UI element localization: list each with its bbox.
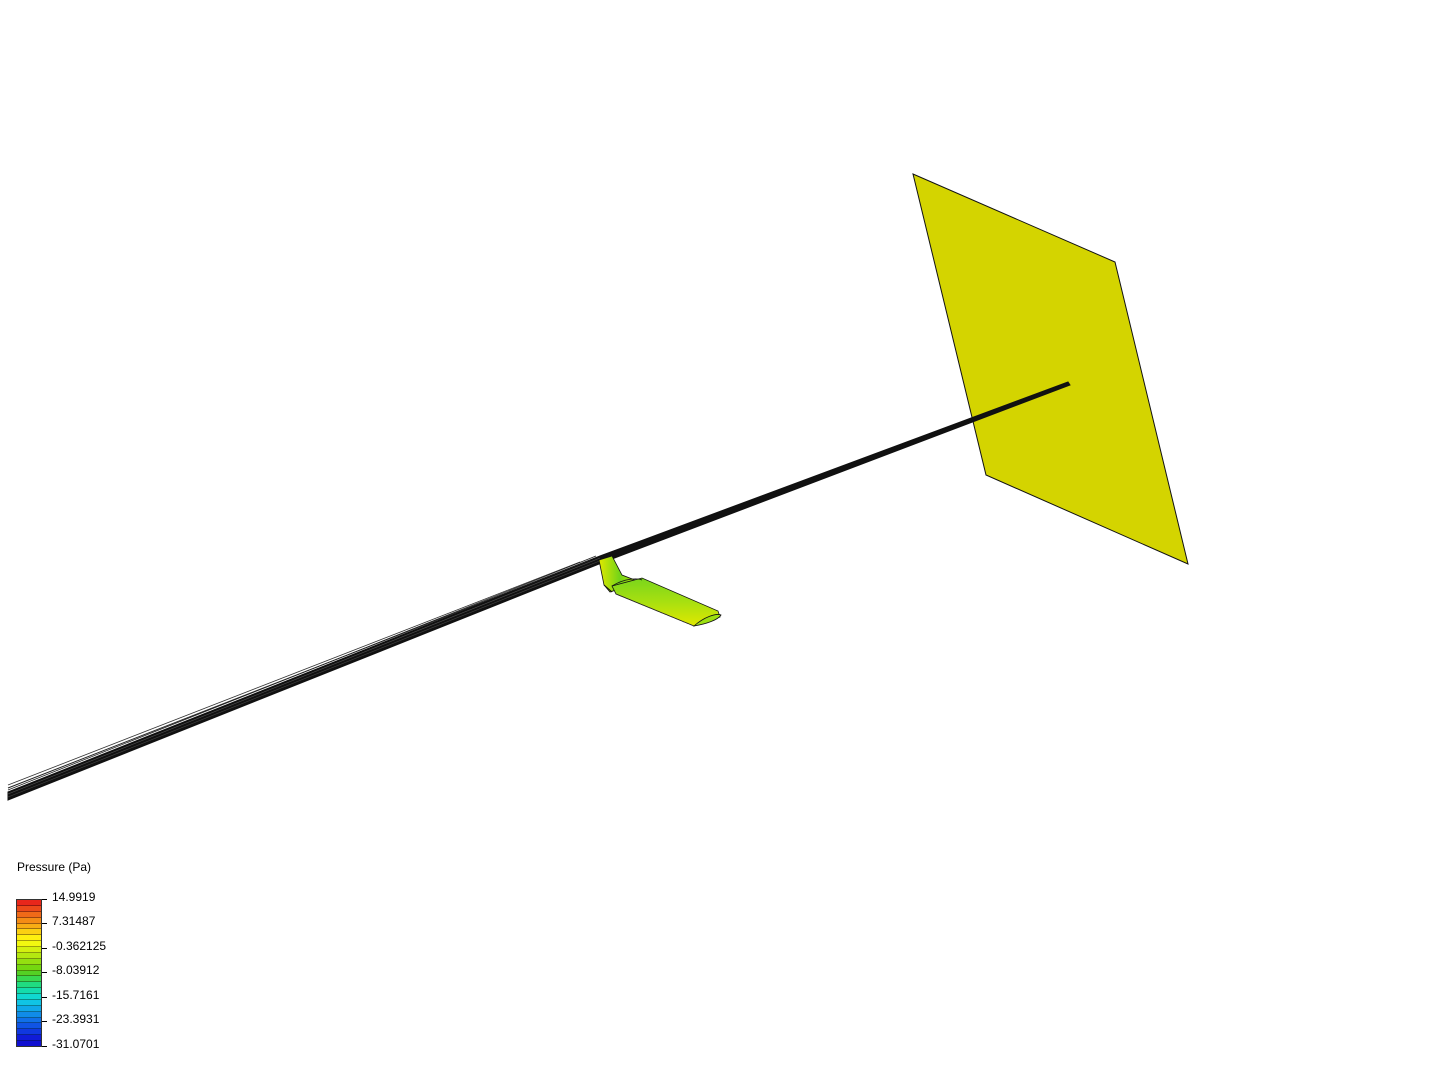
boom[interactable]	[7, 381, 1071, 801]
tail-fin-panel[interactable]	[912, 173, 1189, 565]
wing[interactable]	[598, 555, 722, 627]
